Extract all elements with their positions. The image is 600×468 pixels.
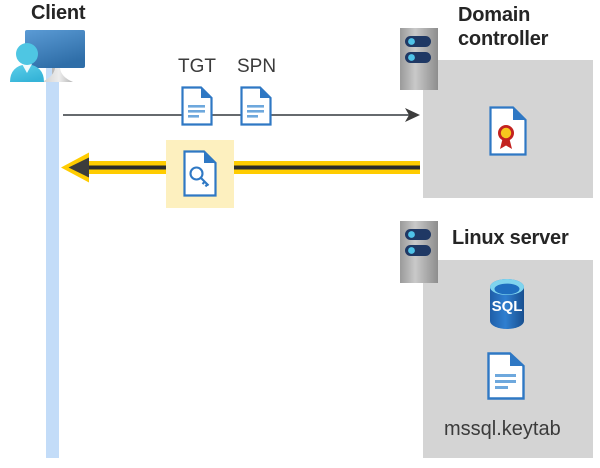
page-title-linux-server: Linux server bbox=[452, 227, 569, 249]
document-icon-spn bbox=[240, 86, 272, 126]
request-line bbox=[63, 114, 411, 116]
document-icon-tgt bbox=[181, 86, 213, 126]
page-title-client: Client bbox=[31, 2, 86, 24]
label-keytab-filename: mssql.keytab bbox=[444, 418, 561, 440]
server-rack-icon-linux-server bbox=[400, 221, 438, 283]
response-line bbox=[78, 161, 420, 174]
label-spn: SPN bbox=[237, 56, 277, 77]
domain-controller-title-line2: controller bbox=[458, 28, 549, 50]
sql-database-icon: SQL bbox=[484, 278, 530, 330]
client-lifeline bbox=[46, 62, 59, 458]
certificate-document-icon bbox=[489, 106, 527, 156]
user-workstation-icon bbox=[6, 26, 96, 88]
sql-database-label: SQL bbox=[492, 298, 523, 315]
label-tgt: TGT bbox=[178, 56, 216, 77]
page-title-domain-controller: Domain controller bbox=[458, 3, 548, 51]
arrow-right-icon bbox=[404, 106, 422, 124]
document-icon-keytab bbox=[487, 352, 525, 400]
arrow-left-icon bbox=[60, 152, 90, 183]
domain-controller-title-line1: Domain bbox=[458, 4, 531, 26]
key-document-icon bbox=[183, 150, 217, 197]
server-rack-icon-domain-controller bbox=[400, 28, 438, 90]
